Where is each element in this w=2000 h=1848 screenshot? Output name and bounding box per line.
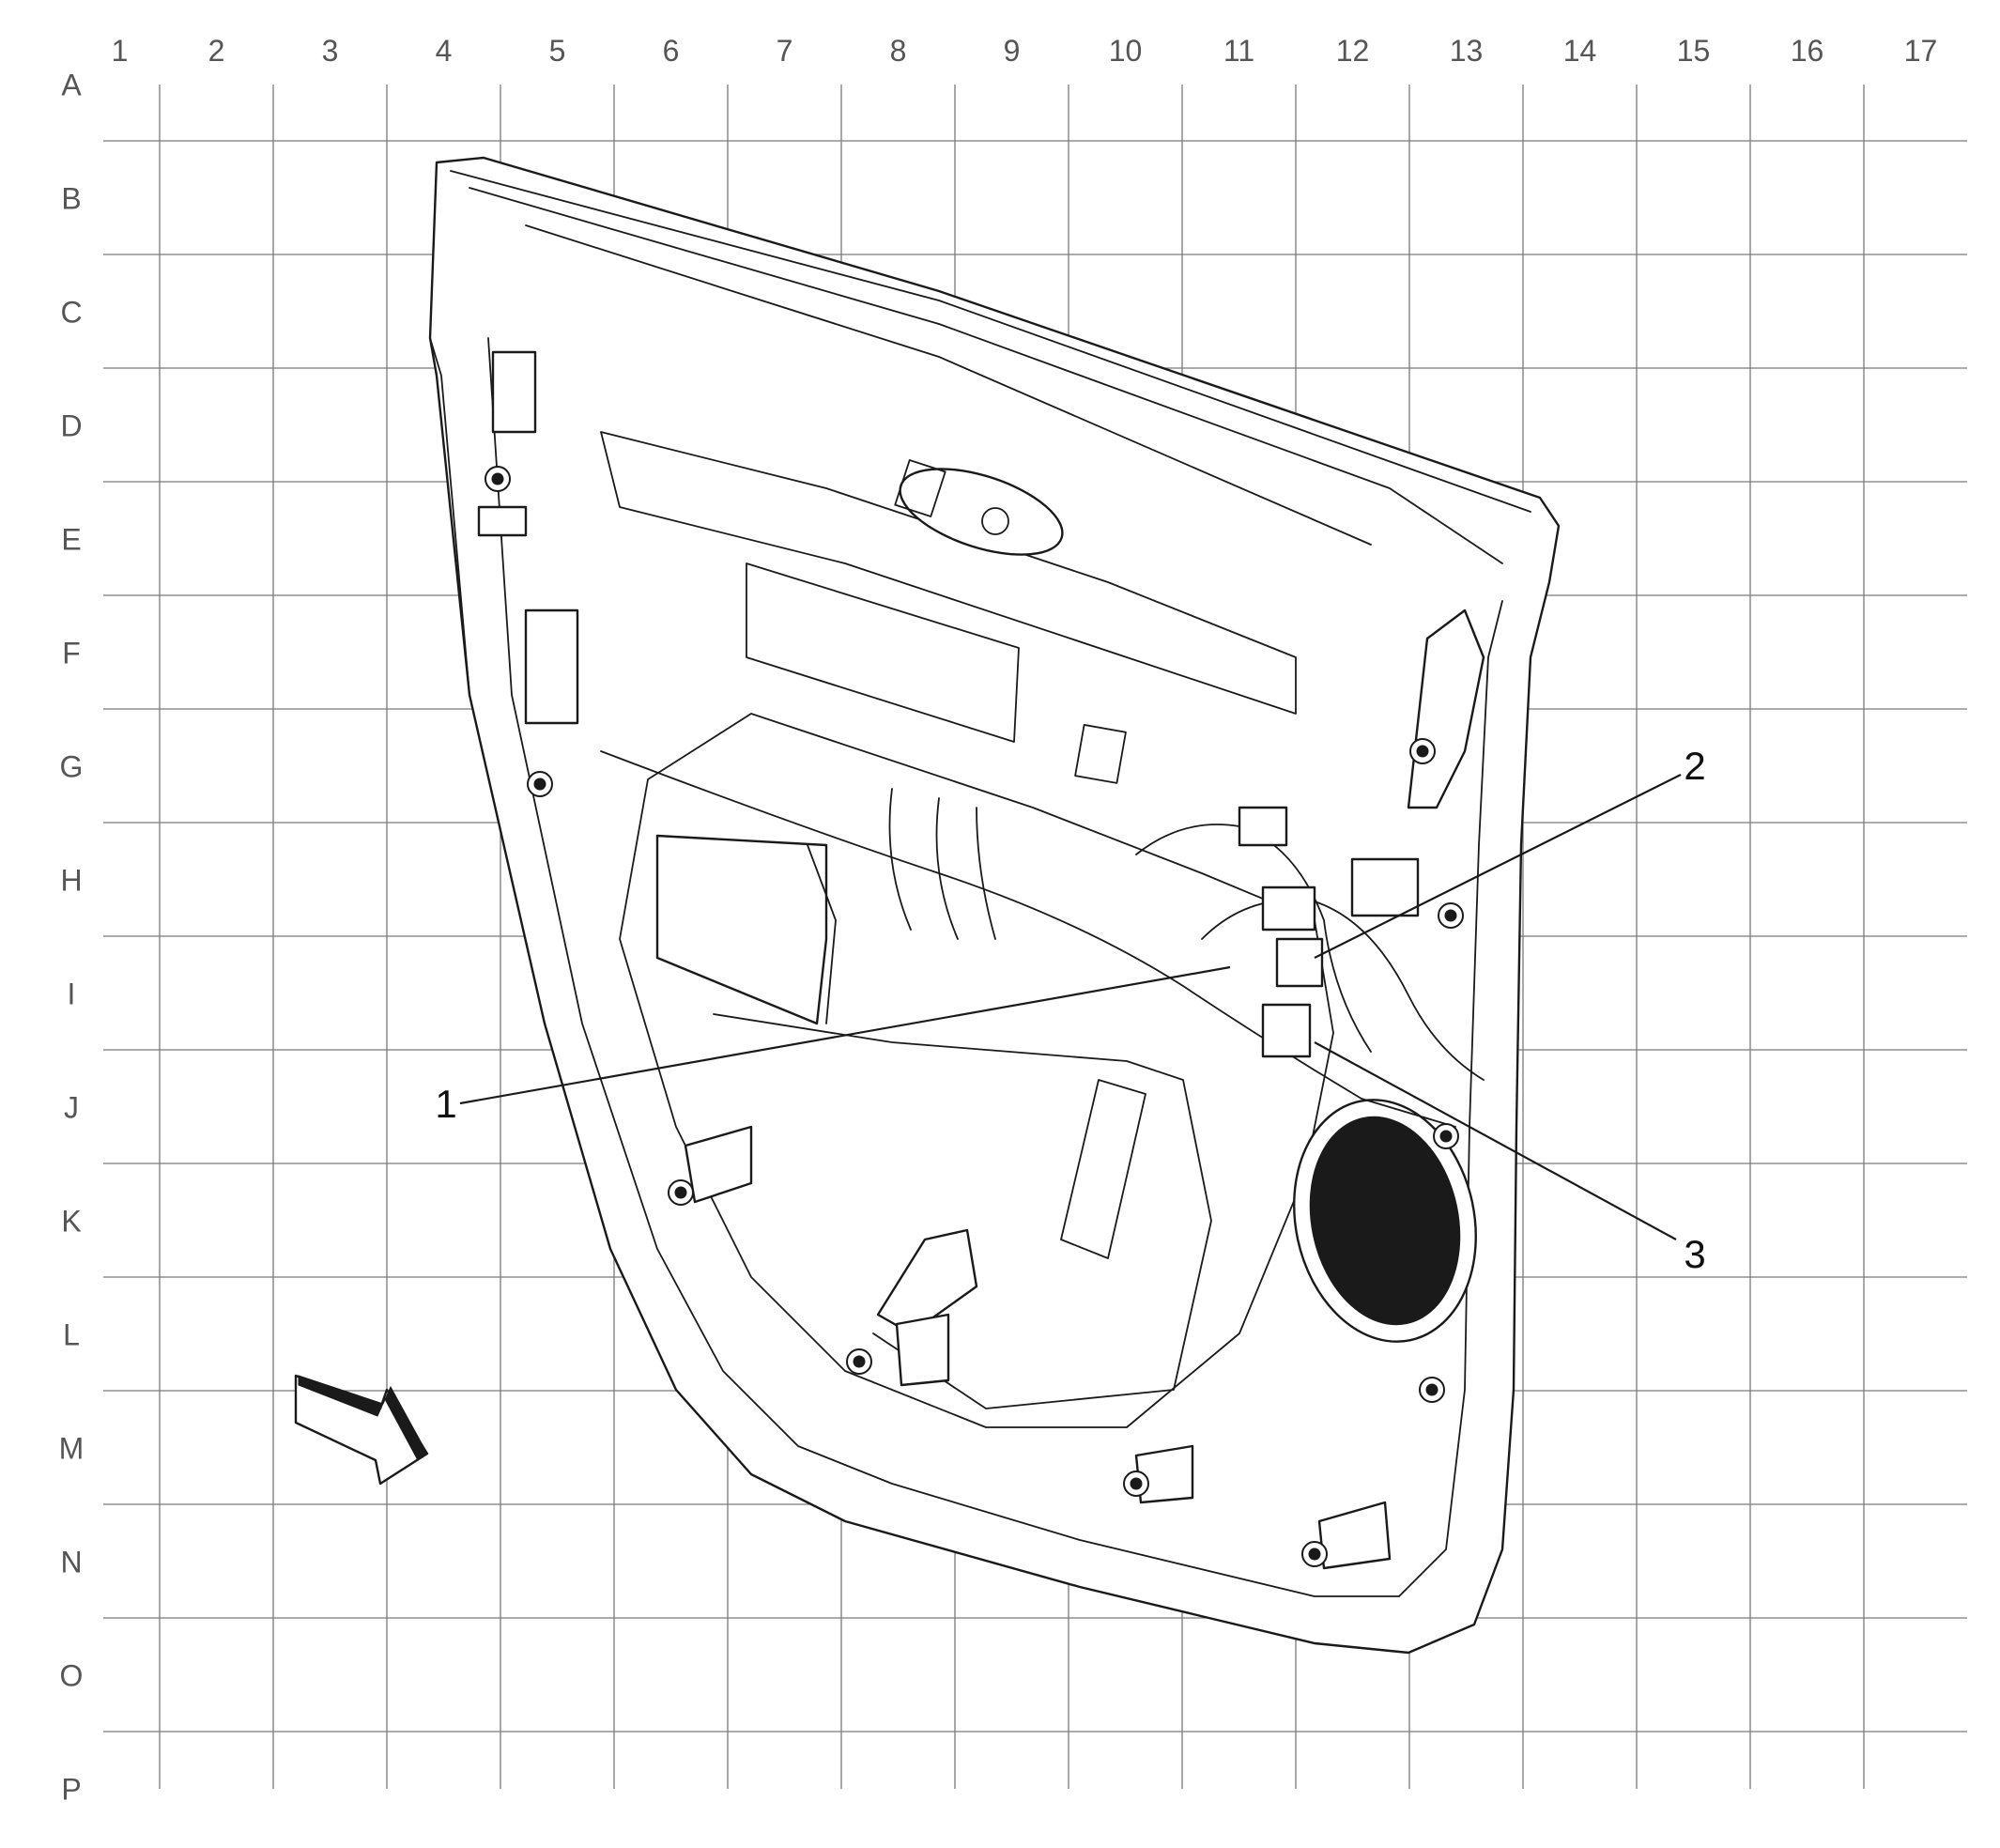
door-trim-panel [428,156,1561,1655]
grid-column-label: 14 [1563,34,1597,68]
grid-row-label: M [59,1432,85,1466]
callout-3-label: 3 [1684,1232,1705,1276]
retaining-clip [668,1179,694,1206]
wiring-harness-vertical-3 [976,807,996,940]
right-mount-block [1350,857,1420,917]
callout-1-leader [459,965,1231,1105]
grid-row-label: N [60,1546,82,1579]
callout-2-leader [1314,774,1682,959]
pull-cup-block [876,1228,978,1335]
grid-row-label: F [62,637,81,670]
lower-clip-tower-left [684,1125,753,1204]
upper-label-panel [746,562,1020,743]
bin-label-panel [1060,1079,1146,1259]
retaining-clip [1433,1123,1459,1149]
wiring-harness-branch [1135,824,1372,1053]
window-belt-strip [450,170,1531,513]
grid-column-label: 17 [1904,34,1938,68]
belt-ledge [525,224,1372,546]
left-tab [477,505,528,537]
armrest-pad-inner [807,844,837,1024]
grid-row-label: P [61,1773,81,1807]
grid-column-label: 6 [663,34,680,68]
wiring-harness-loop [1201,899,1485,1081]
grid-column-label: 2 [208,34,225,68]
grid-row-label: K [61,1205,81,1239]
callout-leaders [459,774,1682,1240]
wiring-harness-vertical-2 [935,797,959,940]
lower-clip-tower-mid [895,1313,950,1387]
grid-row-label: C [60,296,82,330]
grid-row-label: D [60,409,82,443]
retaining-clip [1409,738,1436,764]
grid-row-labels: A B C D E F G H I J K L M N O P [59,69,85,1807]
callout-1-label: 1 [435,1082,456,1126]
left-pillar-block [524,608,579,725]
grid-column-label: 4 [436,34,453,68]
grid-column-label: 12 [1336,34,1370,68]
electrical-connector-2 [1275,937,1324,988]
grid-row-label: E [61,523,81,557]
grid-row-label: J [64,1091,79,1125]
callout-2-label: 2 [1684,744,1705,788]
wiring-harness-vertical-1 [888,788,912,931]
grid-row-label: G [60,750,84,784]
grid-column-label: 8 [890,34,907,68]
speaker-grille-mesh [1309,1116,1461,1326]
electrical-connector-upper [1238,806,1288,847]
view-direction-arrow-icon [294,1374,429,1486]
grid-column-label: 3 [322,34,339,68]
retaining-clips [485,466,1464,1567]
grid-column-label: 9 [1004,34,1021,68]
grid-column-label: 13 [1450,34,1484,68]
retaining-clip [1438,902,1464,929]
retaining-clip [1301,1541,1328,1567]
grid-column-label: 16 [1791,34,1824,68]
panel-inner-rim [487,337,1503,1597]
grid-column-label: 10 [1109,34,1143,68]
window-belt-inner [469,187,1503,564]
electrical-connector-middle [1261,886,1316,932]
panel-lower-flange [429,337,1475,1654]
grid-row-label: H [60,864,82,898]
armrest-inner [713,1013,1212,1409]
grid-column-label: 5 [549,34,566,68]
grid-row-label: O [60,1659,84,1693]
grid-row-label: L [63,1318,80,1352]
retaining-clip [527,771,553,797]
retaining-clip [485,466,511,492]
callout-3-leader [1314,1041,1677,1240]
grid-column-label: 15 [1677,34,1711,68]
door-handle-pivot [981,507,1009,535]
handle-mount [894,459,946,517]
small-label-panel [1074,724,1127,784]
grid-row-label: I [68,978,76,1011]
armrest-pad [655,834,828,1025]
retaining-clip [846,1348,872,1375]
retaining-clip [1123,1471,1149,1497]
grid-column-label: 1 [112,34,129,68]
grid-column-label: 7 [777,34,793,68]
grid-column-label: 11 [1223,34,1254,68]
electrical-connector-3 [1261,1003,1312,1058]
grid-row-label: A [61,69,82,102]
grid-row-label: B [61,182,81,216]
retaining-clip [1419,1377,1445,1403]
left-upper-clip [491,350,537,434]
